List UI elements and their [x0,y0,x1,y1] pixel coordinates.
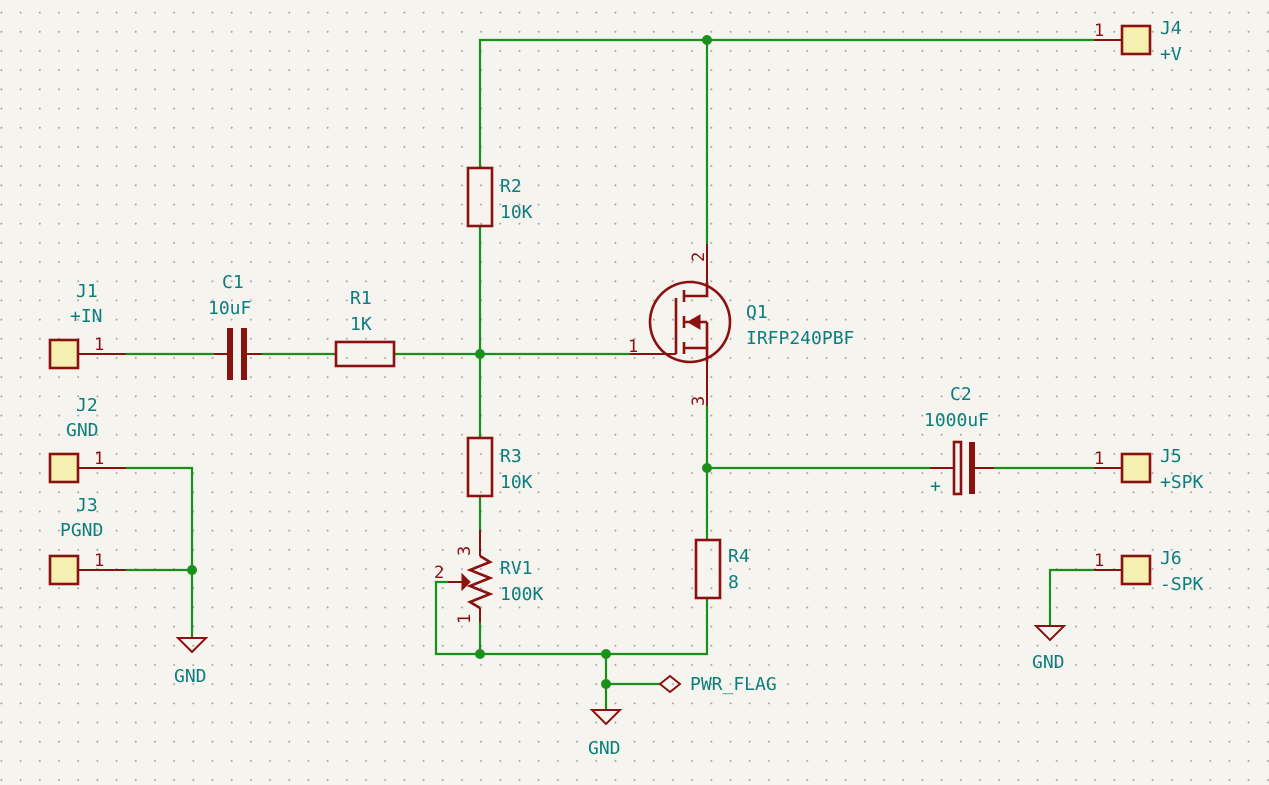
gnd-center-label: GND [588,738,621,759]
wires [126,38,1094,710]
j5-pin-number: 1 [1094,449,1104,469]
gnd-symbol-right[interactable]: GND [1032,625,1067,673]
j5-value: +SPK [1160,472,1204,493]
c1-ref: C1 [222,272,244,293]
r1-value: 1K [350,314,372,335]
mosfet-q1[interactable]: 1 2 3 Q1 IRFP240PBF [628,244,854,406]
q1-body-circle[interactable] [648,280,732,364]
j3-pin-number: 1 [94,551,104,571]
wire-rv1-wiper[interactable] [434,580,480,656]
rv1-ref: RV1 [500,558,533,579]
j3-ref: J3 [76,495,98,516]
j2-value: GND [66,420,99,441]
j2-pin-number: 1 [94,449,104,469]
rv1-value: 100K [500,584,544,605]
q1-arrow [687,314,701,330]
junction-rail-center [601,649,611,659]
q1-pin-3: 3 [689,396,709,406]
gnd-symbol-center[interactable]: GND [588,709,623,759]
junction-source-node [702,463,712,473]
j4-pin-number: 1 [1094,21,1104,41]
pwr-flag-label: PWR_FLAG [690,674,777,695]
j6-ref: J6 [1160,548,1182,569]
junction-gate-node [475,349,485,359]
q1-pin-1: 1 [628,337,638,357]
connector-j4[interactable]: 1 J4 +V [1094,18,1182,65]
junction-top [702,35,712,45]
rv1-zigzag[interactable] [466,554,494,610]
q1-pin-2: 2 [689,252,709,262]
j4-ref: J4 [1160,18,1182,39]
r4-value: 8 [728,572,739,593]
gnd-left-triangle [175,637,209,654]
j1-value: +IN [70,306,103,327]
r3-ref: R3 [500,446,522,467]
c1-value: 10uF [208,298,251,319]
r1-body[interactable] [334,340,396,368]
c2-value: 1000uF [924,410,989,431]
j4-pad[interactable] [1120,24,1152,56]
junction-rv1-rail [475,649,485,659]
potentiometer-rv1[interactable]: 3 2 1 RV1 100K [434,530,544,624]
resistor-r3[interactable]: R3 10K [466,436,533,498]
r4-ref: R4 [728,546,750,567]
j6-value: -SPK [1160,574,1204,595]
wire-bottom-rail[interactable] [480,598,709,656]
gnd-right-label: GND [1032,652,1065,673]
r2-body[interactable] [466,166,494,228]
connector-j6[interactable]: 1 J6 -SPK [1094,548,1204,595]
capacitor-c2[interactable]: + C2 1000uF [924,384,994,497]
j2-ref: J2 [76,395,98,416]
r4-body[interactable] [694,538,722,600]
j6-pin-number: 1 [1094,551,1104,571]
j5-ref: J5 [1160,446,1182,467]
gnd-symbol-left[interactable]: GND [174,637,209,687]
connector-j2[interactable]: 1 J2 GND [48,395,126,484]
r3-value: 10K [500,472,533,493]
junction-gnd-j3 [187,565,197,575]
rv1-pin-2: 2 [434,563,444,583]
pwr-flag-diamond [658,674,682,694]
resistor-r1[interactable]: R1 1K [334,288,396,368]
wire-top-rail[interactable] [478,38,1094,168]
rv1-pin-1: 1 [455,614,475,624]
j2-pad[interactable] [48,452,80,484]
q1-value: IRFP240PBF [746,328,854,349]
gnd-right-triangle [1033,625,1067,642]
j3-value: PGND [60,520,103,541]
resistor-r4[interactable]: R4 8 [694,538,750,600]
gnd-left-label: GND [174,666,207,687]
c2-polarity-mark: + [930,476,941,497]
connector-j3[interactable]: 1 J3 PGND [48,495,126,586]
wire-j6-gnd[interactable] [1048,568,1094,626]
rv1-pin-3: 3 [455,546,475,556]
pwr-flag[interactable]: PWR_FLAG [658,674,777,695]
j1-pin-number: 1 [94,335,104,355]
r2-value: 10K [500,202,533,223]
q1-ref: Q1 [746,302,768,323]
j4-value: +V [1160,44,1182,65]
j1-ref: J1 [76,281,98,302]
r3-body[interactable] [466,436,494,498]
j1-pad[interactable] [48,338,80,370]
junctions [187,35,712,689]
j3-pad[interactable] [48,554,80,586]
q1-drain-tap [684,282,709,298]
junction-pwr-flag [601,679,611,689]
c2-plate-positive[interactable] [952,440,963,496]
j5-pad[interactable] [1120,452,1152,484]
gnd-center-triangle [589,709,623,726]
connector-j5[interactable]: 1 J5 +SPK [1094,446,1204,493]
r2-ref: R2 [500,176,522,197]
wire-j2-gnd[interactable] [126,466,194,570]
capacitor-c1[interactable]: C1 10uF [208,272,262,380]
resistor-r2[interactable]: R2 10K [466,166,533,228]
j6-pad[interactable] [1120,554,1152,586]
r1-ref: R1 [350,288,372,309]
rv1-wiper-arrow [461,572,471,592]
connector-j1[interactable]: 1 J1 +IN [48,281,126,370]
c2-ref: C2 [950,384,972,405]
